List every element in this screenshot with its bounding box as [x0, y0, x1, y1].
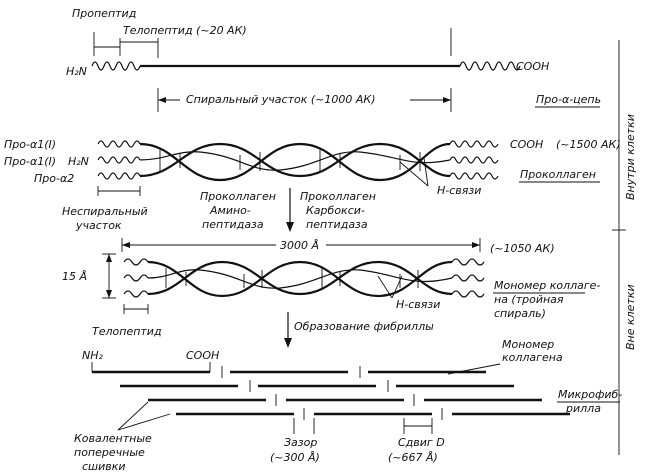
carboxy-peptidase-label-2: Карбокси- [306, 204, 365, 217]
pro-alpha-chain: Пропептид Телопептид (~20 АК) H₂N COOH П… [66, 7, 601, 108]
collagen-monomer: 15 Å Н-связи Мономер коллаге- на (тройна… [62, 253, 600, 338]
nh2-bottom-label: NH₂ [82, 349, 104, 362]
helical-region-dimension: Спиральный участок (~1000 АК) [157, 88, 452, 112]
monomer-label-2: на (тройная [494, 293, 564, 306]
helical-region-label: Спиральный участок (~1000 АК) [186, 93, 375, 106]
fibril-formation-label: Образование фибриллы [294, 320, 434, 333]
monomer-bottom-label-2: коллагена [502, 351, 563, 364]
monomer-label-1: Мономер коллаге- [494, 279, 600, 292]
amino-peptidase-label-2: Амино- [209, 204, 251, 217]
cooh-top-label: COOH [516, 60, 549, 73]
microfibril-label-2: рилла [565, 402, 601, 415]
monomer-bottom-label-1: Мономер [502, 338, 554, 351]
h-bonds-2-label: Н-связи [396, 298, 440, 311]
carboxy-peptidase-label-1: Проколлаген [300, 190, 376, 203]
cooh-mid-label: COOH [510, 138, 543, 151]
h-bonds-1-label: Н-связи [437, 184, 481, 197]
h2n-mid-label: H₂N [68, 155, 89, 168]
gap-label-1: Зазор [284, 436, 317, 449]
telopeptide-top-label: Телопептид (~20 АК) [123, 24, 247, 37]
procollagen-helix: Про-α1(I) Про-α1(I) H₂N Про-α2 COOH (~15… [4, 138, 621, 232]
shift-label-2: (~667 Å) [388, 451, 438, 464]
pro-a1-2-label: Про-α1(I) [4, 155, 56, 168]
fibril-formation-step: Образование фибриллы [284, 312, 434, 348]
aa-1050-label: (~1050 АК) [490, 242, 555, 255]
length-3000-label: 3000 Å [280, 239, 319, 252]
gap-label-2: (~300 Å) [270, 451, 320, 464]
covalent-label-1: Ковалентные [74, 432, 152, 445]
carboxy-peptidase-label-3: пептидаза [306, 218, 368, 231]
amino-peptidase-label-3: пептидаза [202, 218, 264, 231]
covalent-label-2: поперечные [74, 446, 145, 459]
nonhelical-region-label-1: Неспиральный [62, 205, 148, 218]
pro-a2-label: Про-α2 [34, 172, 74, 185]
covalent-label-3: сшивки [82, 460, 126, 473]
h2n-top-label: H₂N [66, 65, 87, 78]
outside-cell-label: Вне клетки [624, 284, 637, 350]
length-dimension: 3000 Å (~1050 АК) [121, 238, 555, 255]
aa-1500-label: (~1500 АК) [556, 138, 621, 151]
telopeptide-mid-label: Телопептид [92, 325, 162, 338]
microfibril-label-1: Микрофиб- [558, 388, 622, 401]
cooh-bottom-label: COOH [186, 349, 219, 362]
microfibril: NH₂ COOH Мономер [74, 338, 622, 473]
width-15-label: 15 Å [62, 270, 87, 283]
monomer-label-3: спираль) [494, 307, 546, 320]
shift-label-1: Сдвиг D [398, 436, 445, 449]
procollagen-label: Проколлаген [520, 168, 596, 181]
amino-peptidase-label-1: Проколлаген [200, 190, 276, 203]
nonhelical-region-label-2: участок [75, 219, 122, 232]
propeptide-label: Пропептид [72, 7, 136, 20]
inside-cell-label: Внутри клетки [624, 114, 637, 200]
pro-a1-1-label: Про-α1(I) [4, 138, 56, 151]
pro-alpha-chain-label: Про-α-цепь [536, 93, 601, 106]
peptidase-step: Проколлаген Амино- пептидаза Проколлаген… [200, 188, 376, 232]
